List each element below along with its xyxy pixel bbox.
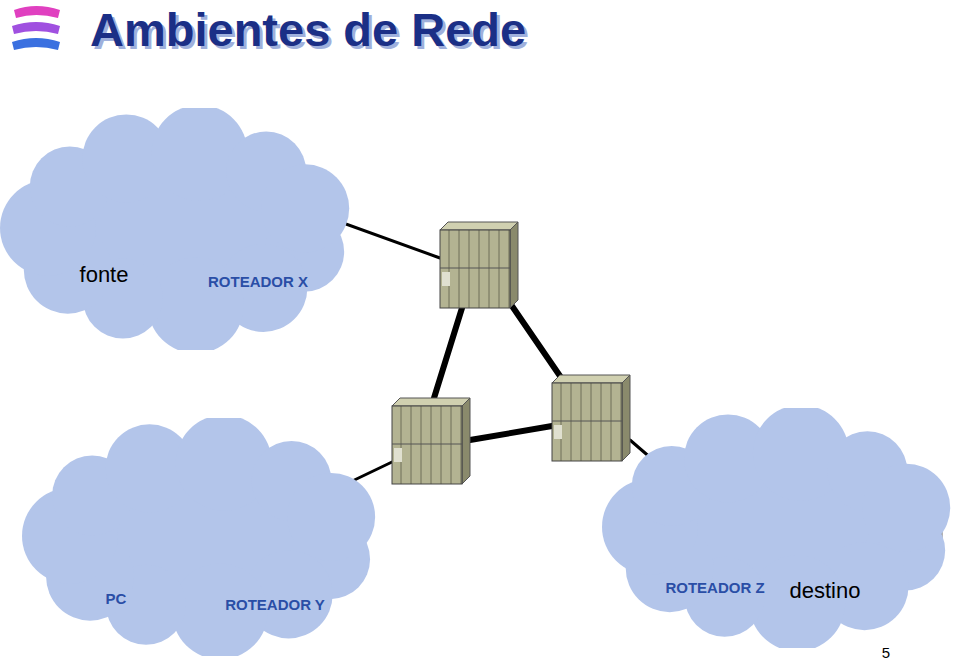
cloud-shape [0,108,358,350]
network-cloud: PC ROTEADOR Y [22,418,384,656]
cloud-shape [22,418,384,656]
device-label: ROTEADOR Z [665,579,765,597]
network-links [285,202,696,507]
device-label: ROTEADOR Y [225,596,325,613]
network-cloud: ROTEADOR Z destino [602,408,959,648]
slide-title: Ambientes de Rede [90,2,526,57]
device-label: PC [106,590,127,607]
cloud-shape [602,408,959,648]
host-label: destino [790,578,861,604]
device-label: ROTEADOR X [208,273,308,290]
title-icon [12,6,60,50]
page-number: 5 [882,644,890,661]
network-cloud: fonte ROTEADOR X [0,108,358,350]
switch-cabinets [392,222,630,484]
host-label: fonte [80,262,129,288]
